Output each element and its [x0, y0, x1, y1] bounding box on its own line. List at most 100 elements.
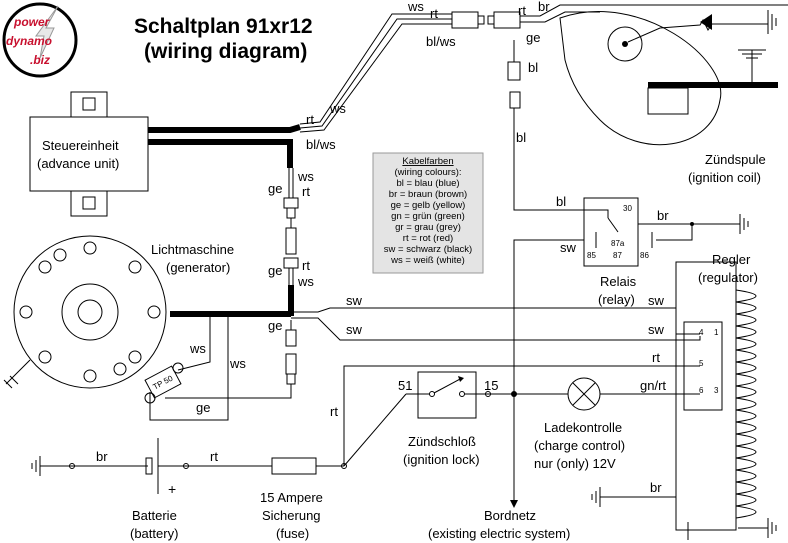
- wire-label-sw-relay: sw: [560, 240, 577, 255]
- regulator: 4 1 5 6 3 Regler (regulator): [675, 252, 758, 540]
- legend-item: rt = rot (red): [403, 233, 453, 244]
- wire-label-sw-1: sw: [346, 293, 363, 308]
- legend-subtitle: (wiring colours):: [394, 167, 461, 178]
- legend-item: gr = grau (grey): [395, 222, 461, 233]
- wire-br-ground: br: [591, 480, 676, 507]
- wire-label-br-reg: br: [650, 480, 662, 495]
- charge-line3: nur (only) 12V: [534, 456, 616, 471]
- cable-top: ws rt bl/ws ws rt bl/ws: [299, 0, 456, 152]
- wire-label-blws-top: bl/ws: [426, 34, 456, 49]
- reg-t4: 4: [699, 328, 704, 337]
- logo-line1: power: [13, 15, 51, 29]
- legend-item: gn = grün (green): [391, 211, 465, 222]
- wire-label-bl-a: bl: [528, 60, 538, 75]
- wire-label-rt-v: rt: [302, 184, 310, 199]
- wire-label-rt-reg: rt: [652, 350, 660, 365]
- wire-label-ge-3: ge: [268, 318, 282, 333]
- relay-line1: Relais: [600, 274, 637, 289]
- wire-label-sw-reg1: sw: [648, 293, 665, 308]
- regulator-line1: Regler: [712, 252, 751, 267]
- relay-t30: 30: [623, 204, 632, 213]
- wire-label-sw-2: sw: [346, 322, 363, 337]
- onboard-line1: Bordnetz: [484, 508, 536, 523]
- fuse-line1: 15 Ampere: [260, 490, 323, 505]
- wire-label-ge-gen: ge: [196, 400, 210, 415]
- title-line1: Schaltplan 91xr12: [134, 15, 313, 38]
- coil-line2: (ignition coil): [688, 170, 761, 185]
- lock-line2: (ignition lock): [403, 452, 480, 467]
- ignition-lock: 51 15 Zündschloß (ignition lock): [398, 371, 498, 467]
- legend-item: br = braun (brown): [389, 189, 467, 200]
- charge-line1: Ladekontrolle: [544, 420, 622, 435]
- wire-label-ws-v2: ws: [297, 274, 314, 289]
- fuse-line2: Sicherung: [262, 508, 321, 523]
- lock-line1: Zündschloß: [408, 434, 476, 449]
- wire-rt: rt rt: [330, 350, 700, 467]
- top-connector: rt br ge: [451, 0, 788, 45]
- reg-t1: 1: [714, 328, 719, 337]
- advance-unit-line2: (advance unit): [37, 156, 119, 171]
- wire-label-br-top: br: [538, 0, 550, 14]
- wire-label-ws-top: ws: [407, 0, 424, 14]
- generator-line2: (generator): [166, 260, 230, 275]
- title-line2: (wiring diagram): [144, 40, 307, 63]
- wire-label-ge-v2: ge: [268, 263, 282, 278]
- relay-t87: 87: [613, 251, 622, 260]
- logo: power dynamo .biz: [2, 2, 78, 78]
- advance-unit-line1: Steuereinheit: [42, 138, 119, 153]
- battery-plus: +: [168, 481, 176, 497]
- wire-label-br-relay: br: [657, 208, 669, 223]
- advance-unit: Steuereinheit (advance unit): [29, 91, 149, 217]
- relay-t87a: 87a: [611, 239, 625, 248]
- wire-label-rt-cable: rt: [306, 112, 314, 127]
- logo-line3: .biz: [30, 53, 50, 67]
- wire-label-ws-v: ws: [297, 169, 314, 184]
- relay-t86: 86: [640, 251, 649, 260]
- reg-t5: 5: [699, 359, 704, 368]
- wire-label-rt-batt: rt: [210, 449, 218, 464]
- regulator-line2: (regulator): [698, 270, 758, 285]
- wire-label-rt-lock: rt: [330, 404, 338, 419]
- relay-line2: (relay): [598, 292, 635, 307]
- wires-sw: sw sw sw sw: [291, 293, 701, 341]
- fuse-line3: (fuse): [276, 526, 309, 541]
- legend-item: bl = blau (blue): [396, 178, 459, 189]
- reg-t3: 3: [714, 386, 719, 395]
- generator: Lichtmaschine (generator): [3, 235, 234, 389]
- wire-label-rt-v2: rt: [302, 258, 310, 273]
- cable-advance-top: [148, 124, 301, 133]
- relay-t85: 85: [587, 251, 596, 260]
- logo-line2: dynamo: [6, 34, 52, 48]
- connector-stack: ws ge rt ge rt ws: [170, 168, 314, 317]
- wire-label-rt-top: rt: [430, 6, 438, 21]
- battery-line2: (battery): [130, 526, 178, 541]
- wire-label-bl-b: bl: [516, 130, 526, 145]
- battery-line1: Batterie: [132, 508, 177, 523]
- coil-line1: Zündspule: [705, 152, 766, 167]
- legend-item: ge = gelb (yellow): [391, 200, 466, 211]
- wire-label-br-batt: br: [96, 449, 108, 464]
- legend-title: Kabelfarben: [402, 156, 453, 167]
- wire-label-ge-v: ge: [268, 181, 282, 196]
- generator-line1: Lichtmaschine: [151, 242, 234, 257]
- onboard-line2: (existing electric system): [428, 526, 570, 541]
- wire-label-ws-cable: ws: [329, 101, 346, 116]
- battery: + br rt Batterie (battery): [31, 438, 272, 541]
- wire-label-bl-relay: bl: [556, 194, 566, 209]
- reg-t6: 6: [699, 386, 704, 395]
- lock-t15: 15: [484, 378, 498, 393]
- ground-regulator: [738, 518, 777, 538]
- legend: Kabelfarben (wiring colours): bl = blau …: [372, 152, 484, 274]
- fuse: 15 Ampere Sicherung (fuse): [260, 457, 347, 541]
- generator-wires: ge ws ws ge TP 50: [144, 316, 297, 421]
- relay: 30 85 87a 87 86 br sw Relais (relay): [513, 197, 749, 500]
- wire-label-gnrt-reg: gn/rt: [640, 378, 666, 393]
- charge-line2: (charge control): [534, 438, 625, 453]
- cable-advance-bottom: [148, 139, 293, 168]
- legend-item: ws = weiß (white): [390, 255, 465, 266]
- wire-label-ge-top: ge: [526, 30, 540, 45]
- wire-blue: bl bl bl: [507, 40, 609, 218]
- wire-label-blws-cable: bl/ws: [306, 137, 336, 152]
- wire-label-sw-reg2: sw: [648, 322, 665, 337]
